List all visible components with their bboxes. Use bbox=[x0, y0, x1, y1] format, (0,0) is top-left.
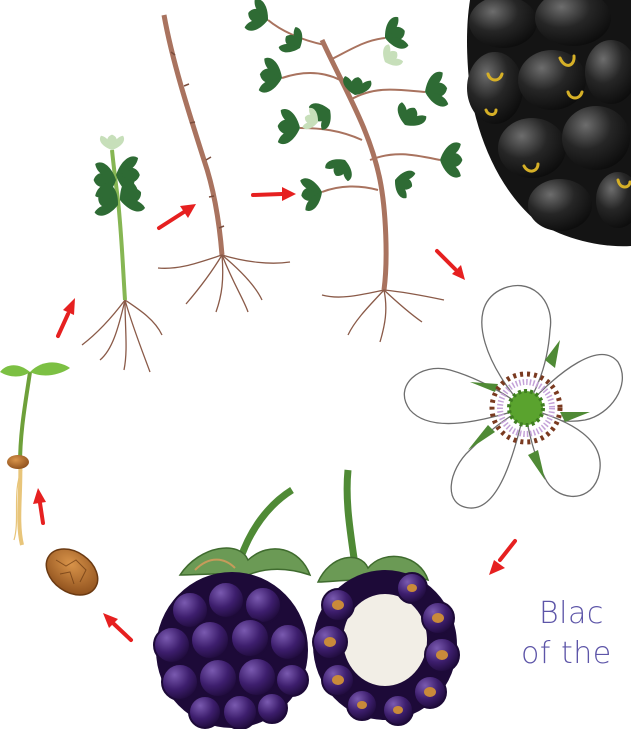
caption-line-2: of the bbox=[521, 636, 612, 671]
arrow-icon bbox=[437, 251, 465, 280]
seedling-icon bbox=[82, 135, 162, 372]
fruit-icon bbox=[154, 470, 459, 729]
flower-icon bbox=[404, 286, 622, 509]
arrow-icon bbox=[103, 613, 131, 640]
blackberry-cross-section bbox=[313, 470, 459, 725]
arrow-icon bbox=[253, 187, 296, 201]
arrow-icon bbox=[58, 298, 75, 336]
arrow-icon bbox=[33, 488, 46, 523]
blackberry-closeup bbox=[467, 0, 631, 246]
plant-icon bbox=[243, 0, 463, 342]
arrow-icon bbox=[159, 204, 196, 228]
whole-blackberry bbox=[154, 490, 310, 729]
seed-icon bbox=[38, 540, 107, 605]
arrow-icon bbox=[489, 541, 515, 575]
sprout-icon bbox=[0, 362, 70, 545]
caption-line-1: Blac bbox=[539, 596, 604, 631]
